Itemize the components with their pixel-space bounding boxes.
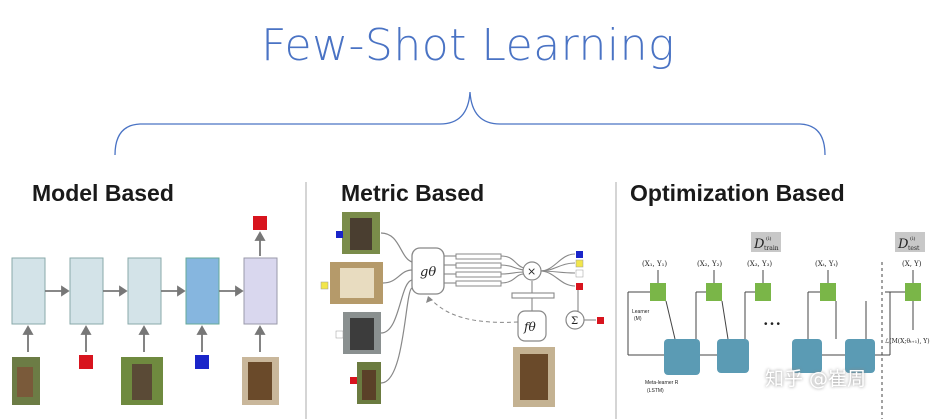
model-box-3 bbox=[127, 257, 162, 325]
d-train-tag bbox=[751, 232, 781, 252]
meta-learner-label: Meta-learner R bbox=[645, 380, 679, 386]
blue-square-input bbox=[195, 355, 209, 369]
dashed-feedback-arrow bbox=[427, 295, 519, 323]
optimization-based-heading: Optimization Based bbox=[630, 180, 845, 206]
red-square-output bbox=[253, 216, 267, 230]
model-box-4 bbox=[185, 257, 220, 325]
multiply-node bbox=[522, 261, 542, 281]
d-train-sup: (i) bbox=[766, 235, 772, 242]
model-based-diagram bbox=[11, 216, 279, 405]
continuation-dots: • • • bbox=[764, 319, 781, 330]
sigma-symbol: Σ bbox=[571, 316, 578, 327]
sum-node bbox=[565, 310, 585, 330]
xyT-label: (Xₜ, Yₜ) bbox=[815, 260, 838, 268]
model-box-2 bbox=[69, 257, 104, 325]
g-theta-label: gθ bbox=[420, 265, 436, 280]
xy3-label: (X₃, Y₃) bbox=[747, 260, 772, 268]
xy-label: (X, Y) bbox=[902, 260, 922, 268]
g-theta-box bbox=[411, 247, 445, 295]
d-test-tag bbox=[895, 232, 925, 252]
d-train-sub: train bbox=[764, 245, 779, 252]
watermark: 知乎 @崔周 bbox=[765, 368, 867, 390]
loss-label: ℒ(M(X;θₜ₊₁), Y) bbox=[885, 338, 930, 345]
xy1-label: (X₁, Y₁) bbox=[642, 260, 667, 268]
multiply-symbol: × bbox=[527, 265, 536, 278]
f-theta-label: fθ bbox=[523, 320, 536, 334]
learner-label: Learner bbox=[632, 309, 650, 315]
model-box-5 bbox=[243, 257, 278, 325]
divider-1 bbox=[305, 182, 307, 419]
metric-based-diagram bbox=[320, 212, 604, 407]
d-train-letter: D bbox=[753, 237, 765, 252]
optimization-based-diagram bbox=[627, 232, 925, 419]
f-theta-box bbox=[517, 310, 547, 342]
model-based-heading: Model Based bbox=[32, 180, 174, 206]
d-test-letter: D bbox=[897, 237, 909, 252]
metric-based-heading: Metric Based bbox=[341, 180, 485, 206]
lstm-label: (LSTM) bbox=[647, 388, 664, 394]
page-title: Few-Shot Learning bbox=[261, 20, 675, 71]
curly-brace bbox=[114, 91, 826, 156]
d-test-sup: (i) bbox=[910, 235, 916, 242]
d-test-sub: test bbox=[908, 245, 920, 252]
learner-m-label: (M) bbox=[634, 316, 642, 322]
xy2-label: (X₂, Y₂) bbox=[697, 260, 722, 268]
divider-2 bbox=[615, 182, 617, 419]
model-box-1 bbox=[11, 257, 46, 325]
red-square-input bbox=[79, 355, 93, 369]
